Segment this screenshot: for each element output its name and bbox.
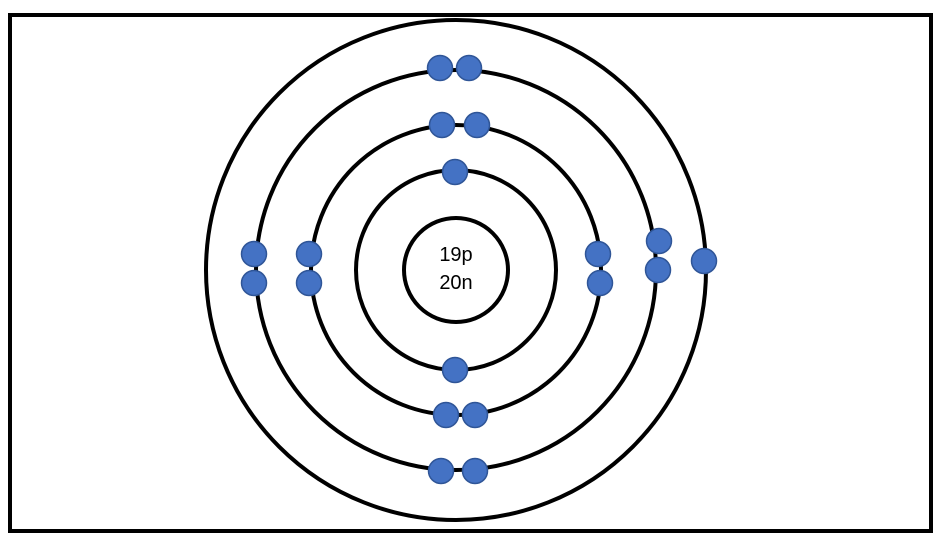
electron-shell-2-4 [295,269,323,297]
nucleus-circle [402,216,510,324]
electron-shell-3-3 [240,240,268,268]
electron-shell-4-1 [690,247,718,275]
neutron-count: 20n [439,272,472,294]
electrons-group [240,54,718,485]
electron-shell-3-7 [427,457,455,485]
electron-shell-3-8 [461,457,489,485]
electron-shell-3-6 [644,256,672,284]
diagram-frame [8,13,933,533]
electron-shell-1-2 [441,356,469,384]
electron-shell-3-5 [645,227,673,255]
electron-shell-2-3 [295,240,323,268]
electron-shell-3-4 [240,269,268,297]
electron-shell-3-1 [426,54,454,82]
electron-shell-2-2 [463,111,491,139]
electron-shell-1-1 [441,158,469,186]
electron-shell-2-5 [584,240,612,268]
electron-shell-2-7 [432,401,460,429]
orbit-shell-1 [354,168,558,372]
electron-shell-3-2 [455,54,483,82]
electron-shell-2-1 [428,111,456,139]
proton-count: 19p [439,244,472,266]
orbit-shell-4 [204,18,708,522]
orbit-rings [204,18,708,522]
electron-shell-2-6 [586,269,614,297]
electron-shell-2-8 [461,401,489,429]
